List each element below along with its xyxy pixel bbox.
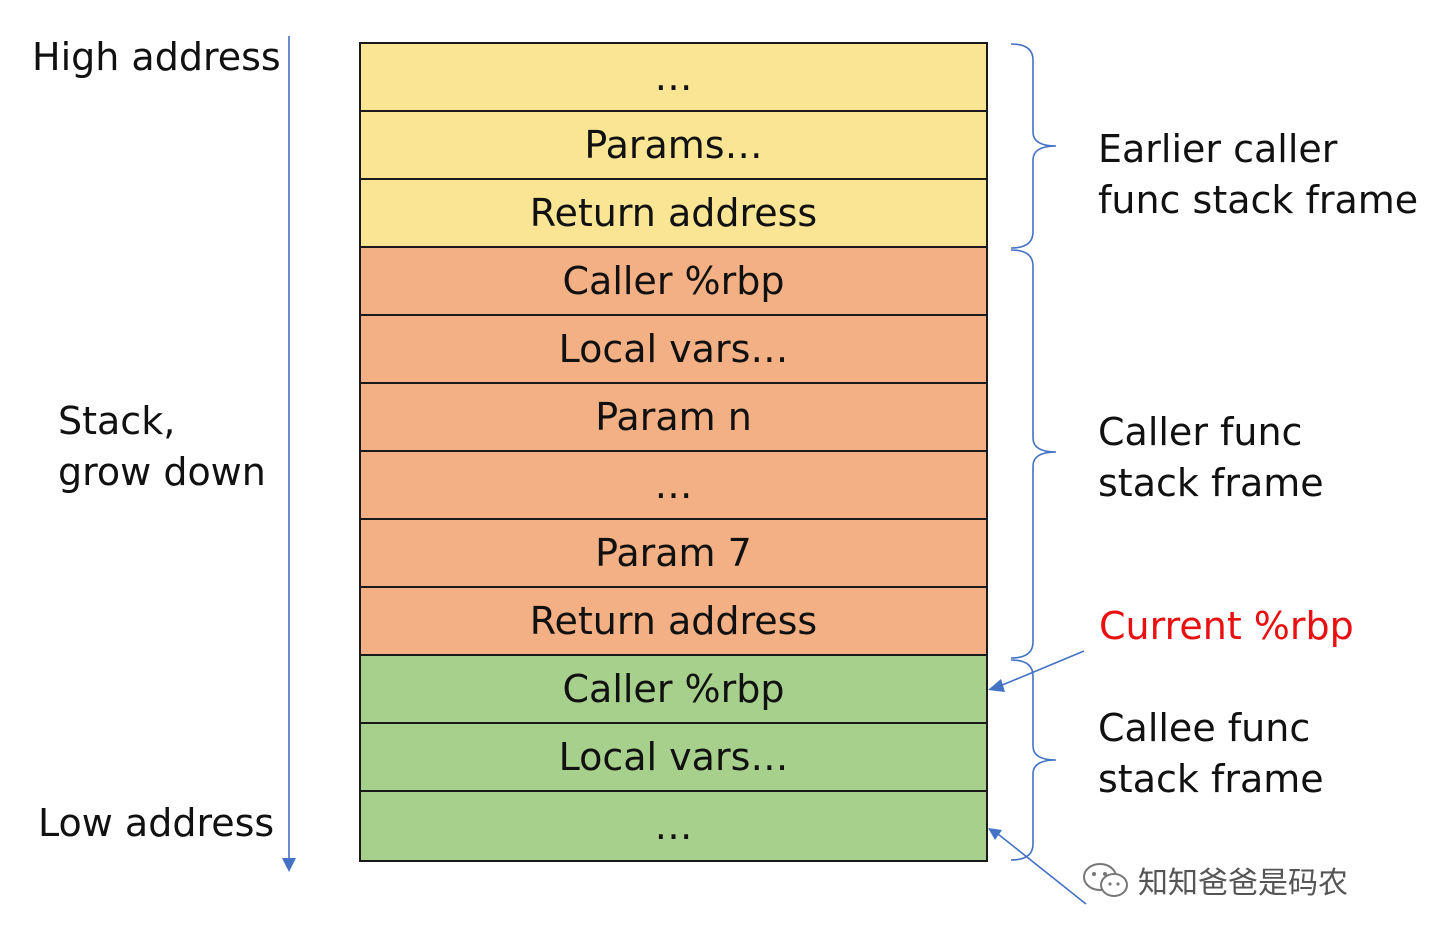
stack-growth-arrow	[282, 36, 296, 872]
callee-frame-brace	[1010, 659, 1057, 861]
stack-cell-label: Return address	[529, 191, 818, 235]
stack-cell: …	[361, 792, 986, 860]
stack-cell-label: Param 7	[595, 531, 752, 575]
wechat-bubble-icon	[1083, 863, 1128, 897]
stack-cell-label: Caller %rbp	[562, 259, 785, 303]
low-address-label: Low address	[38, 801, 275, 845]
stack-cell-label: …	[654, 804, 693, 848]
caller-frame-brace	[1010, 249, 1057, 659]
callee-frame-label-line1: Callee func	[1098, 706, 1311, 750]
stack-cell: Params…	[361, 112, 986, 180]
stack-cell: Local vars…	[361, 724, 986, 792]
current-rbp-label: Current %rbp	[1099, 604, 1354, 648]
caller-frame-label-line2: stack frame	[1098, 461, 1324, 505]
stack-cell-label: …	[654, 55, 693, 99]
earlier-frame-label-line2: func stack frame	[1098, 178, 1419, 222]
earlier-frame-label-line1: Earlier caller	[1098, 127, 1338, 171]
stack-cell: Param n	[361, 384, 986, 452]
stack-cell: Return address	[361, 180, 986, 248]
stack-grow-label-line2: grow down	[58, 450, 266, 494]
rsp-pointer-arrow	[988, 828, 1087, 905]
stack-grow-label-line1: Stack,	[58, 399, 176, 443]
stack-cell: …	[361, 44, 986, 112]
callee-frame-label-line2: stack frame	[1098, 757, 1324, 801]
stack-column: … Params… Return address Caller %rbp Loc…	[359, 42, 988, 862]
caller-frame-label-line1: Caller func	[1098, 410, 1303, 454]
stack-cell: …	[361, 452, 986, 520]
high-address-label: High address	[32, 35, 281, 79]
stack-cell-label: Local vars…	[558, 327, 789, 371]
stack-cell-label: …	[654, 463, 693, 507]
stack-cell: Caller %rbp	[361, 248, 986, 316]
stack-cell-label: Caller %rbp	[562, 667, 785, 711]
stack-cell-label: Local vars…	[558, 735, 789, 779]
stack-cell-label: Return address	[529, 599, 818, 643]
stack-cell: Caller %rbp	[361, 656, 986, 724]
stack-cell-label: Params…	[584, 123, 763, 167]
stack-cell: Return address	[361, 588, 986, 656]
current-rbp-pointer-arrow	[988, 650, 1085, 692]
stack-cell: Local vars…	[361, 316, 986, 384]
stack-cell: Param 7	[361, 520, 986, 588]
stack-cell-label: Param n	[595, 395, 752, 439]
earlier-frame-brace	[1010, 43, 1057, 249]
watermark-text: 知知爸爸是码农	[1138, 866, 1348, 901]
watermark: 知知爸爸是码农	[1080, 858, 1348, 902]
